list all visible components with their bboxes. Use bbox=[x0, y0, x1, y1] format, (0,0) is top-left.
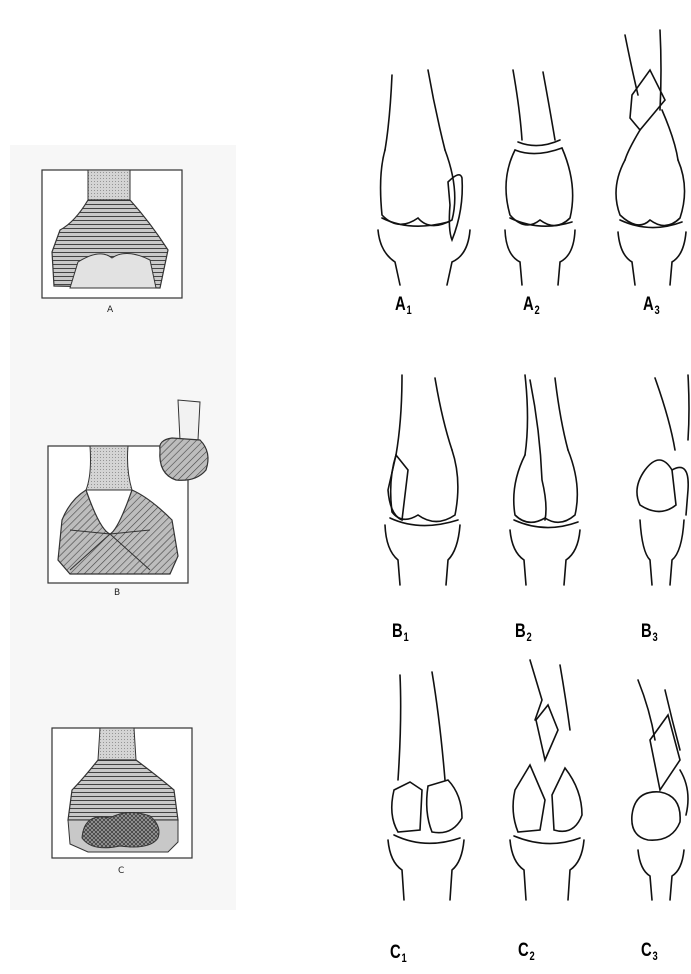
label-b1: B1 bbox=[392, 621, 409, 644]
drawing-a3 bbox=[616, 30, 686, 285]
label-a1: A1 bbox=[395, 294, 412, 317]
drawing-b1 bbox=[385, 375, 460, 585]
label-c2: C2 bbox=[518, 940, 535, 963]
drawing-c2 bbox=[510, 660, 584, 900]
schematic-b bbox=[48, 400, 208, 583]
label-c3: C3 bbox=[641, 940, 658, 963]
label-a2: A2 bbox=[523, 294, 540, 317]
drawing-a1 bbox=[378, 70, 470, 285]
label-a3: A3 bbox=[643, 294, 660, 317]
schematic-c bbox=[52, 728, 192, 858]
label-b3: B3 bbox=[641, 621, 658, 644]
schematic-a bbox=[42, 170, 182, 298]
schematic-b-caption: B bbox=[114, 588, 120, 598]
drawing-c3 bbox=[632, 680, 688, 900]
label-b2: B2 bbox=[515, 621, 532, 644]
label-c1: C1 bbox=[390, 942, 407, 965]
drawing-b3 bbox=[637, 375, 689, 585]
schematic-a-caption: A bbox=[107, 305, 113, 315]
drawing-b2 bbox=[510, 375, 580, 585]
schematic-c-caption: C bbox=[118, 866, 124, 876]
drawing-a2 bbox=[505, 70, 575, 285]
drawing-c1 bbox=[388, 672, 464, 900]
